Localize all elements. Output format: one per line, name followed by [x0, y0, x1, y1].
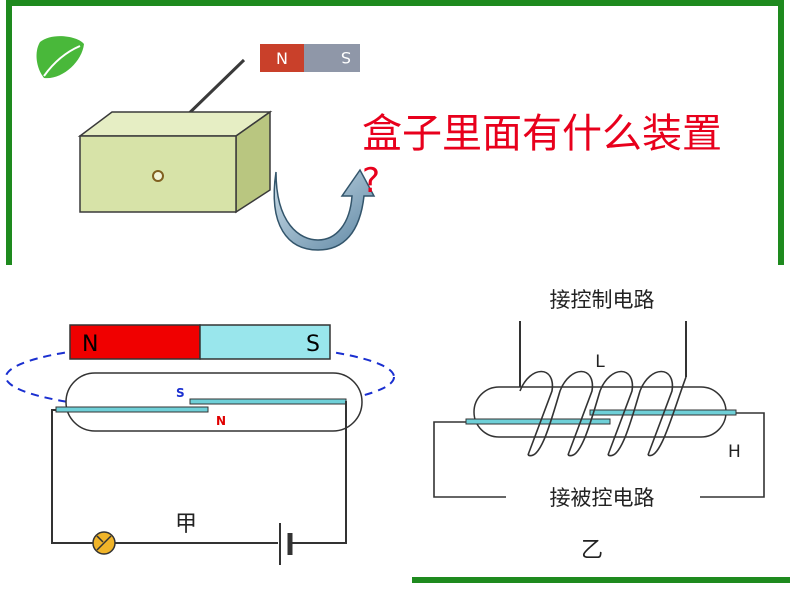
- mystery-box: [77, 110, 273, 214]
- curved-arrow-icon: [273, 168, 376, 251]
- controlled-circuit-label: 接被控电路: [550, 486, 655, 510]
- box-hole: [152, 170, 164, 182]
- battery-icon: [279, 523, 293, 565]
- diagram-yi-label: 乙: [581, 538, 603, 563]
- reed-h-label: H: [728, 442, 741, 462]
- coil-windings: [519, 370, 687, 457]
- circuit-wire-right: [292, 401, 347, 544]
- diagram-jia-label: 甲: [175, 512, 197, 537]
- reed-left-contact: [465, 418, 611, 425]
- small-magnet-s-label: S: [341, 48, 351, 67]
- controlled-wire-right: [700, 412, 765, 498]
- small-magnet-n-label: N: [276, 49, 288, 68]
- circuit-wire-left: [51, 409, 94, 544]
- magnet-s-label: S: [306, 332, 320, 357]
- coil-label: L: [595, 352, 605, 372]
- control-circuit-label: 接控制电路: [550, 288, 655, 312]
- diagram-yi: 接控制电路 L H 接被控电路 乙: [412, 288, 790, 583]
- controlled-wire-left: [433, 421, 506, 498]
- magnet-n-label: N: [82, 332, 98, 357]
- frame-border: [6, 0, 784, 265]
- diagram-jia: N S S N 甲: [5, 324, 395, 565]
- question-mark: ?: [362, 161, 381, 201]
- leaf-icon: [36, 36, 84, 79]
- reed-left-contact: [55, 406, 209, 413]
- bar-magnet: N S: [69, 324, 331, 360]
- slide-frame: [6, 0, 784, 265]
- small-bar-magnet: N S: [260, 44, 360, 72]
- question-text: 盒子里面有什么装置: [362, 111, 722, 157]
- reed-s-label: S: [176, 386, 185, 400]
- reed-n-label: N: [216, 414, 226, 428]
- lamp-icon: [92, 531, 116, 555]
- frame-bottom-line: [412, 577, 790, 583]
- box-illustration: N S: [36, 36, 376, 251]
- reed-right-contact: [189, 398, 347, 405]
